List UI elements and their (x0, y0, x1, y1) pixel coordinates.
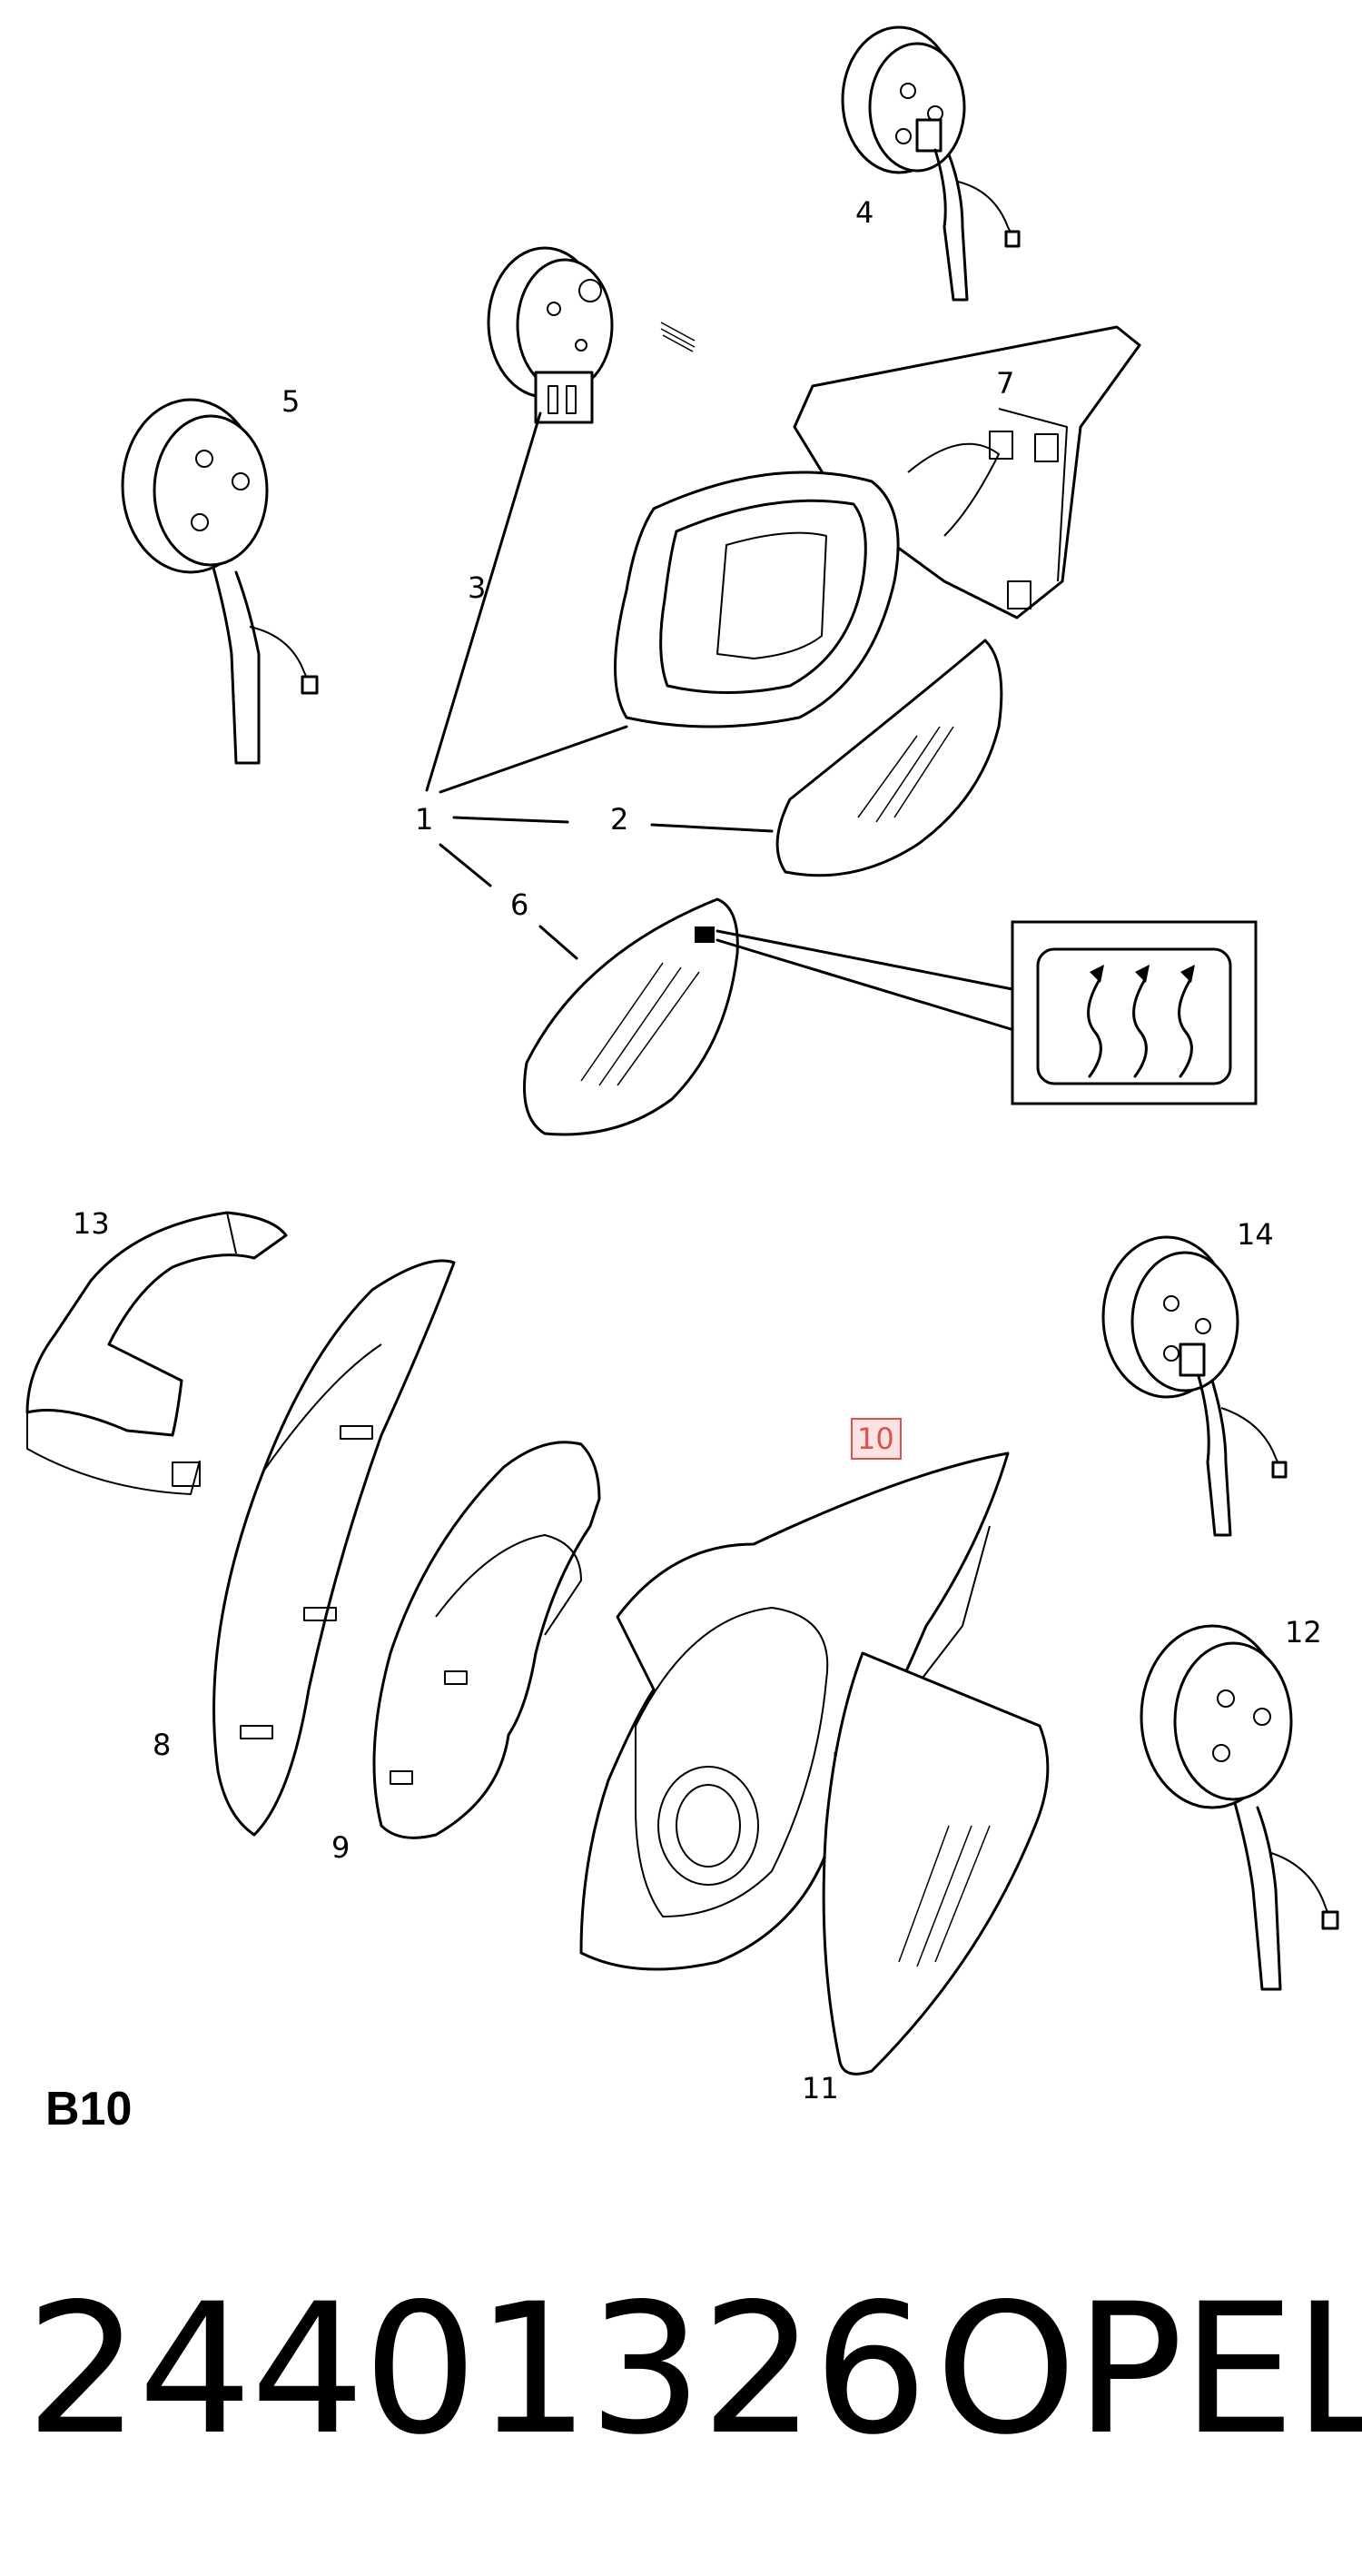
label-14: 14 (1237, 1217, 1274, 1252)
part-11-mirror-glass (822, 1651, 1050, 2076)
label-6: 6 (510, 887, 528, 922)
label-12: 12 (1285, 1615, 1322, 1650)
part-5-actuator-motor (121, 398, 319, 765)
label-2: 2 (610, 802, 628, 837)
part-12-actuator-motor (1140, 1624, 1339, 1991)
label-11: 11 (802, 2071, 839, 2105)
part-9-shell (372, 1441, 601, 1839)
brand-name: OPEL (935, 2264, 1362, 2474)
label-3: 3 (468, 570, 486, 605)
label-5: 5 (281, 384, 300, 419)
label-4: 4 (855, 195, 873, 230)
label-10-highlight (851, 1418, 902, 1460)
part-14-actuator-motor (1101, 1235, 1288, 1537)
leader-lines-upper (425, 411, 774, 960)
label-1: 1 (415, 802, 433, 837)
section-code: B10 (45, 2083, 133, 2135)
label-7: 7 (996, 366, 1014, 401)
part-6-heated-mirror-glass (523, 897, 739, 1136)
label-8: 8 (153, 1728, 171, 1762)
heating-element-detail (716, 920, 1258, 1105)
part-number: 24401326 (25, 2264, 928, 2474)
part-8-cover (212, 1259, 456, 1837)
part-3-actuator-housing (487, 246, 696, 424)
label-13: 13 (73, 1206, 110, 1241)
label-9: 9 (331, 1830, 350, 1865)
part-13-bracket (25, 1211, 288, 1495)
part-1-mirror-frame (614, 325, 1141, 728)
label-10: 10 (857, 1422, 894, 1456)
part-4-actuator-motor (841, 25, 1021, 302)
part-2-mirror-glass (775, 639, 1003, 877)
